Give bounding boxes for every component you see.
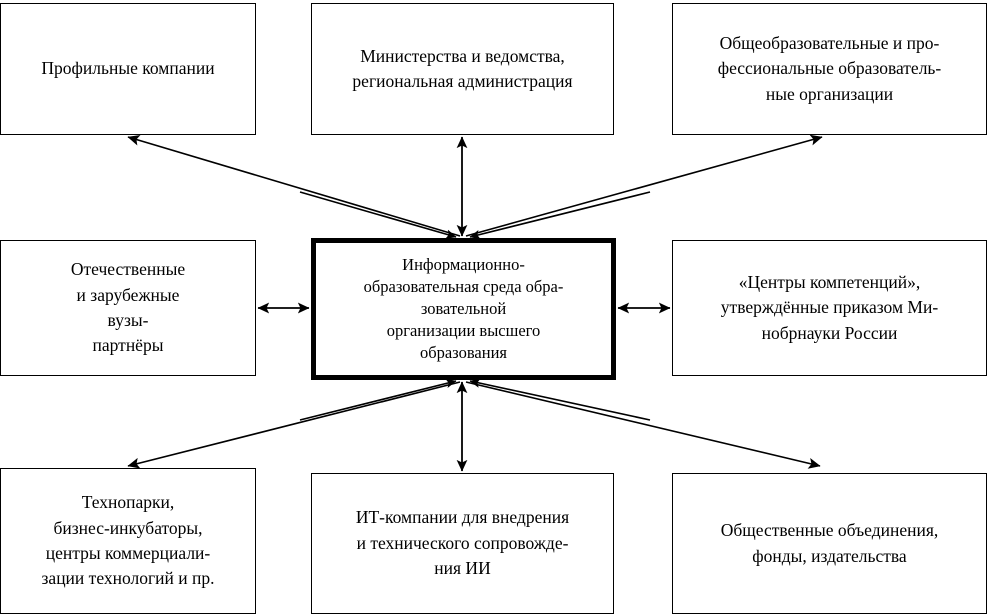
- node-center-label: Информационно- образовательная среда обр…: [363, 255, 564, 362]
- node-mid-right-label: «Центры компетенций», утверждённые прика…: [720, 271, 939, 343]
- node-bottom-left-label: Технопарки, бизнес-инкубаторы, центры ко…: [41, 492, 215, 589]
- edge-center-to-bottom-left: [127, 381, 461, 469]
- node-bottom-right[interactable]: Общественные объединения, фонды, издател…: [672, 473, 987, 614]
- node-bottom-right-label: Общественные объединения, фонды, издател…: [720, 520, 939, 566]
- node-mid-left-label: Отечественные и зарубежные вузы- партнёр…: [70, 259, 186, 356]
- node-top-left[interactable]: Профильные компании: [0, 3, 256, 135]
- node-bottom-left[interactable]: Технопарки, бизнес-инкубаторы, центры ко…: [0, 468, 256, 614]
- node-bottom-center-label: ИТ-компании для внедрения и технического…: [355, 507, 570, 579]
- node-top-right[interactable]: Общеобразовательные и про- фессиональные…: [672, 3, 987, 135]
- node-top-center-label: Министерства и ведомства, региональная а…: [352, 45, 573, 91]
- edge-center-to-top-right: [465, 134, 823, 237]
- node-center-hub[interactable]: Информационно- образовательная среда обр…: [311, 238, 616, 380]
- edge-top-left-to-center: [299, 191, 457, 239]
- node-mid-right[interactable]: «Центры компетенций», утверждённые прика…: [672, 240, 987, 376]
- edge-top-right-to-center: [469, 191, 651, 240]
- node-mid-left[interactable]: Отечественные и зарубежные вузы- партнёр…: [0, 240, 256, 376]
- node-top-center[interactable]: Министерства и ведомства, региональная а…: [311, 3, 614, 135]
- edge-center-to-top-left: [127, 134, 461, 237]
- node-top-left-label: Профильные компании: [41, 58, 215, 79]
- edge-bottom-right-to-center: [469, 378, 651, 421]
- node-bottom-center[interactable]: ИТ-компании для внедрения и технического…: [311, 473, 614, 614]
- edge-center-to-bottom-right: [465, 381, 821, 469]
- node-top-right-label: Общеобразовательные и про- фессиональные…: [717, 32, 942, 104]
- edge-bottom-left-to-center: [299, 378, 457, 421]
